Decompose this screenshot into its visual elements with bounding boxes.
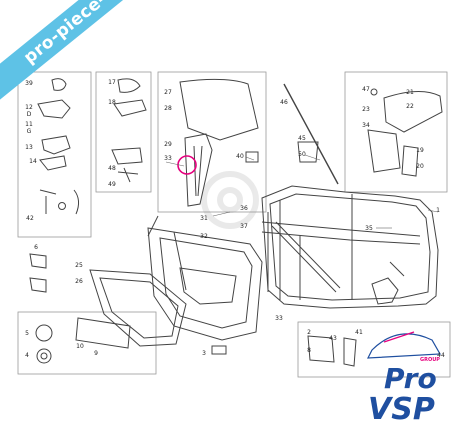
logo-vsp: VSP <box>368 392 435 427</box>
label-48: 48 <box>108 165 116 172</box>
door-impact-bar <box>271 194 353 300</box>
group-frames <box>17 71 451 378</box>
label-39: 39 <box>25 80 33 87</box>
label-37: 37 <box>240 223 248 230</box>
small-parts-group2 <box>111 78 147 183</box>
label-18: 18 <box>108 99 116 106</box>
brand-logo: GROUP Pro VSP <box>368 357 460 432</box>
label-43: 43 <box>329 335 337 342</box>
label-8: 8 <box>307 347 311 354</box>
logo-pro: Pro <box>384 362 437 395</box>
label-47: 47 <box>362 86 370 93</box>
label-20: 20 <box>416 163 424 170</box>
label-45: 45 <box>298 135 306 142</box>
label-26: 26 <box>75 278 83 285</box>
label-46: 46 <box>280 99 288 106</box>
label-42: 42 <box>26 215 34 222</box>
small-parts-group1 <box>37 78 80 215</box>
label-49: 49 <box>108 181 116 188</box>
watermark-logo <box>201 171 259 229</box>
window-channel-rod <box>283 83 339 185</box>
label-3: 3 <box>202 350 206 357</box>
lower-plate <box>75 317 131 349</box>
leader-lines <box>165 154 439 229</box>
label-19: 19 <box>416 147 424 154</box>
highlight-marker <box>177 155 197 175</box>
part-labels: 39 12 D 11 G 13 14 42 17 18 48 49 6 25 2… <box>25 79 445 359</box>
label-17: 17 <box>108 79 116 86</box>
label-31: 31 <box>200 215 208 222</box>
small-parts-group4 <box>367 88 443 177</box>
door-hinge-area <box>371 261 405 305</box>
label-12-side: D <box>27 111 32 118</box>
label-40: 40 <box>236 153 244 160</box>
label-50: 50 <box>298 151 306 158</box>
label-32: 32 <box>200 233 208 240</box>
label-14: 14 <box>29 158 37 165</box>
label-5: 5 <box>25 330 29 337</box>
label-2: 2 <box>307 329 311 336</box>
logo-car-icon <box>367 331 442 359</box>
logo-group-tag: GROUP <box>420 357 440 363</box>
door-trim <box>89 269 187 347</box>
label-25: 25 <box>75 262 83 269</box>
label-34: 34 <box>362 122 370 129</box>
label-23: 23 <box>362 106 370 113</box>
label-11: 11 <box>25 121 33 128</box>
label-10: 10 <box>76 343 84 350</box>
label-44: 44 <box>437 352 445 359</box>
label-9: 9 <box>94 350 98 357</box>
label-33b: 33 <box>275 315 283 322</box>
label-4: 4 <box>25 352 29 359</box>
label-11-side: G <box>27 128 32 135</box>
window-glass <box>179 78 259 141</box>
label-21: 21 <box>406 89 414 96</box>
label-28: 28 <box>164 105 172 112</box>
door-shell <box>261 185 439 309</box>
label-35: 35 <box>365 225 373 232</box>
label-29: 29 <box>164 141 172 148</box>
window-regulator <box>184 133 213 207</box>
label-13: 13 <box>25 144 33 151</box>
label-6: 6 <box>34 244 38 251</box>
label-36: 36 <box>240 205 248 212</box>
misc-parts <box>29 141 357 367</box>
label-27: 27 <box>164 89 172 96</box>
label-12: 12 <box>25 104 33 111</box>
inner-door-panel <box>147 215 263 341</box>
label-1: 1 <box>436 207 440 214</box>
label-22: 22 <box>406 103 414 110</box>
label-33: 33 <box>164 155 172 162</box>
label-41: 41 <box>355 329 363 336</box>
